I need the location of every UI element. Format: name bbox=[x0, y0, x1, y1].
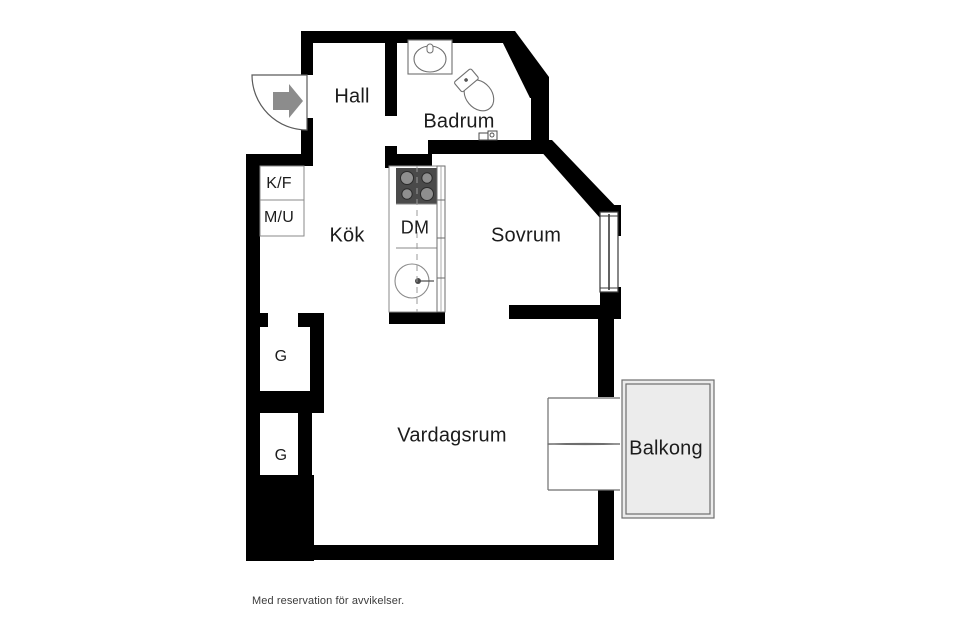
wall-west-exterior-upper bbox=[246, 154, 260, 320]
wall-diagonal-lower bbox=[531, 140, 621, 236]
fridge-freezer-box bbox=[259, 165, 305, 201]
wall-east-vardagsrum-upper bbox=[598, 305, 614, 397]
wall-badrum-east bbox=[531, 88, 549, 146]
wall-kitchen-unit-south bbox=[389, 310, 445, 324]
annotation-diskmaskin: DM bbox=[400, 217, 430, 238]
balcony-door-swing bbox=[547, 397, 621, 491]
wall-kok-north-east bbox=[385, 154, 432, 166]
wall-sovrum-vardagsrum-divider bbox=[509, 305, 601, 319]
bathroom-fixtures bbox=[407, 39, 498, 141]
toilet-flush-button bbox=[464, 78, 468, 82]
annotation-mikro-ugn: M/U bbox=[264, 209, 294, 226]
balcony-area bbox=[621, 379, 715, 519]
wall-garderob-lower-east bbox=[298, 413, 312, 475]
annotation-kyl-frys: K/F bbox=[266, 175, 292, 192]
wall-south-full bbox=[246, 546, 614, 560]
disclaimer-caption: Med reservation för avvikelser. bbox=[252, 595, 405, 607]
wall-garderob-upper-top-left bbox=[246, 313, 268, 327]
stove-burner-4 bbox=[420, 187, 434, 201]
kitchen-unit bbox=[388, 165, 446, 313]
balcony-door-arc-bottom bbox=[547, 443, 621, 490]
annotation-garderob-nedre: G bbox=[274, 447, 288, 464]
washer-body-left bbox=[478, 132, 489, 141]
room-label-kok: Kök bbox=[329, 224, 365, 247]
wall-garderob-upper-east bbox=[310, 313, 324, 403]
balcony-inner bbox=[625, 383, 711, 515]
room-label-vardagsrum: Vardagsrum bbox=[397, 424, 507, 447]
stove-burner-2 bbox=[421, 172, 433, 184]
washer-drum bbox=[489, 132, 495, 138]
toilet-icon bbox=[454, 68, 495, 112]
wall-kok-north-west bbox=[246, 154, 313, 166]
room-label-balkong: Balkong bbox=[629, 437, 703, 460]
wall-garderob-divider bbox=[246, 391, 324, 413]
entry-door-group bbox=[251, 74, 308, 131]
stove-burner-3 bbox=[401, 188, 413, 200]
annotation-garderob-ovre: G bbox=[274, 348, 288, 365]
microwave-oven-box bbox=[259, 199, 305, 237]
wall-diagonal-upper bbox=[497, 31, 549, 98]
room-label-sovrum: Sovrum bbox=[490, 224, 562, 247]
bathroom-sink-faucet-icon bbox=[426, 43, 434, 54]
wall-hall-west-upper bbox=[301, 31, 313, 75]
washing-machine-icon bbox=[478, 130, 498, 141]
wall-top-north bbox=[301, 31, 505, 43]
room-label-hall: Hall bbox=[334, 85, 370, 108]
bedroom-window-group bbox=[599, 211, 619, 293]
wall-west-exterior-mid bbox=[246, 320, 260, 400]
wall-east-vardagsrum-lower bbox=[598, 490, 614, 560]
kitchen-appliance-boxes bbox=[259, 165, 305, 237]
wall-badrum-south bbox=[428, 140, 546, 154]
stove-burner-1 bbox=[400, 171, 414, 185]
wall-hall-badrum-divider bbox=[385, 31, 397, 116]
entry-direction-arrow-icon bbox=[273, 84, 303, 118]
room-label-badrum: Badrum bbox=[423, 110, 495, 133]
